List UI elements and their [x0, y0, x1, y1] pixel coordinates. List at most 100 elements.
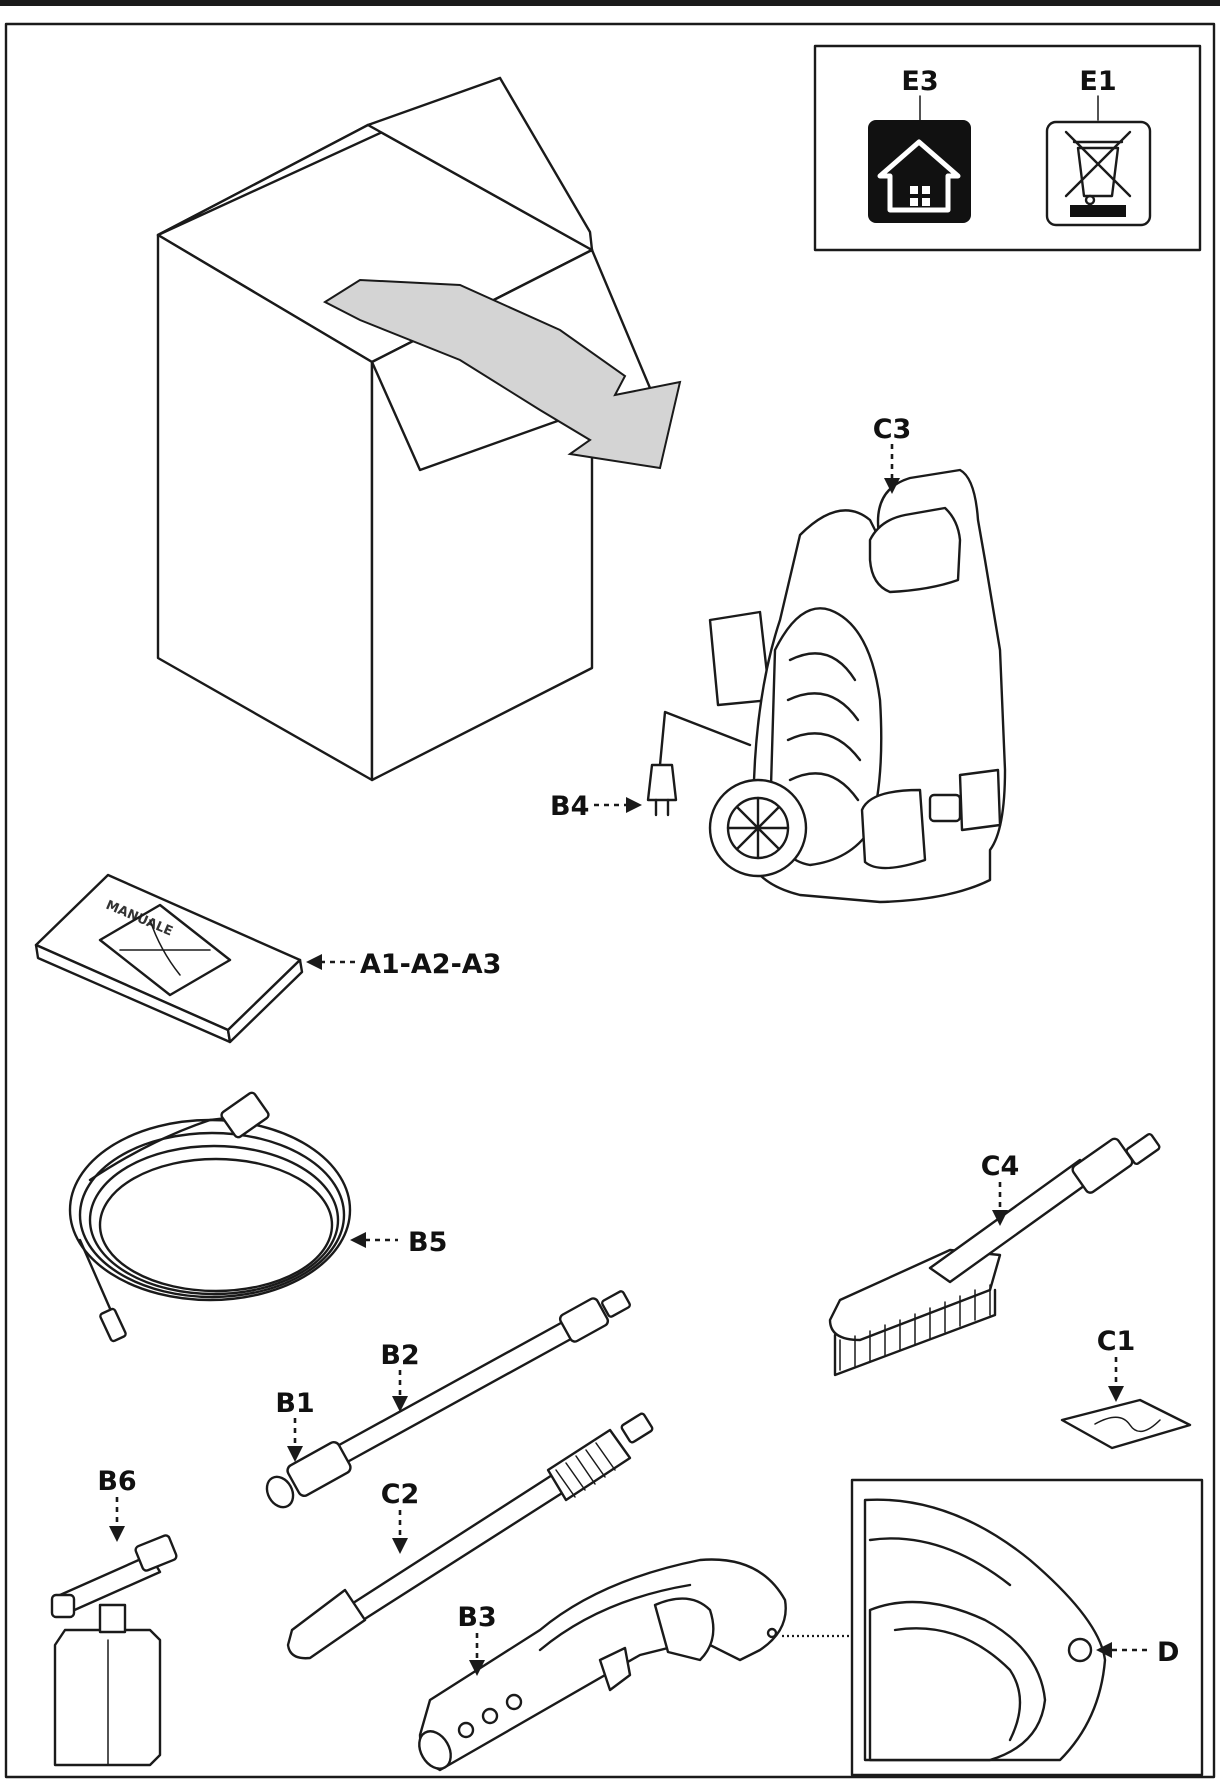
lance-b2-tip: [601, 1290, 631, 1318]
label-e3: E3: [901, 66, 938, 97]
label-d: D: [1157, 1637, 1179, 1668]
top-border: [0, 0, 1220, 6]
label-c2: C2: [381, 1479, 420, 1510]
gun-trigger: [653, 1597, 715, 1662]
detail-trigger-opening: [868, 1600, 1047, 1762]
hose-end-bottom: [78, 1238, 117, 1322]
hose-end-top: [88, 1116, 230, 1182]
packaging-box: [156, 76, 682, 782]
carry-handle-opening: [868, 506, 962, 594]
wash-brush: [828, 1133, 1161, 1377]
hose-coil-2: [78, 1131, 346, 1299]
gun-hole-3: [505, 1693, 523, 1711]
detail-frame: [850, 1478, 1204, 1777]
c3-arrow-head: [884, 478, 900, 494]
brush-tip: [1125, 1133, 1161, 1165]
b6-arrow-head: [109, 1526, 125, 1542]
instruction-manual: MANUALE: [34, 873, 304, 1044]
vent-3: [786, 732, 862, 762]
unpack-arrow-icon: [322, 278, 682, 470]
gun-lock-button: [766, 1627, 778, 1639]
trigger-gun: [418, 1558, 787, 1772]
hose-coupling-top: [220, 1091, 270, 1139]
front-grille: [860, 788, 927, 870]
detail-view: [850, 1478, 1204, 1777]
wheel-spokes: [726, 796, 790, 860]
power-cable: [658, 710, 752, 767]
label-c1: C1: [1097, 1326, 1136, 1357]
hose-coil-4: [98, 1157, 334, 1293]
label-b3: B3: [457, 1602, 496, 1633]
d-arrow-head: [1096, 1642, 1112, 1658]
brush-connector: [1071, 1137, 1134, 1194]
c2-arrow-head: [392, 1538, 408, 1554]
brush-bristles-outline: [833, 1288, 997, 1377]
label-b1: B1: [275, 1388, 314, 1419]
manual-edge: [226, 958, 304, 1044]
crossed-out-wheelie-bin-icon: [1045, 120, 1152, 227]
pressure-washer-unit: [646, 468, 1007, 904]
lance-b1-end: [265, 1475, 295, 1509]
b3-arrow-head: [469, 1660, 485, 1676]
c4-arrow-head: [992, 1210, 1008, 1226]
detergent-bottle: [50, 1534, 178, 1767]
high-pressure-hose: [68, 1091, 352, 1343]
b2-arrow-head: [392, 1396, 408, 1412]
a-arrow-head: [306, 954, 322, 970]
diagram-frame: [4, 22, 1216, 1779]
label-b6: B6: [97, 1466, 136, 1497]
symbols-frame: [813, 44, 1202, 252]
power-plug-icon: [646, 763, 678, 802]
manual-cover-sketch: [119, 919, 211, 976]
lance-b2-connector: [558, 1297, 610, 1343]
gun-safety-clip: [598, 1646, 632, 1692]
sachet-pin: [1094, 1416, 1161, 1433]
hose-coil-3: [88, 1144, 340, 1296]
side-grille: [958, 768, 1002, 832]
lance-c2-nozzle: [286, 1588, 367, 1660]
lance-b2-tube: [328, 1316, 582, 1468]
detail-lock-button: [1067, 1637, 1093, 1663]
lance-c2-grip: [546, 1428, 632, 1502]
hose-holder: [708, 610, 772, 707]
lance-c2-tip: [620, 1412, 654, 1444]
nozzle-cleaning-pin-sachet: [1060, 1398, 1192, 1450]
b4-arrow-head: [626, 797, 642, 813]
bottle-neck: [98, 1603, 127, 1634]
label-b5: B5: [408, 1227, 447, 1258]
c1-arrow-head: [1108, 1386, 1124, 1402]
house-indoor-use-icon: [868, 120, 971, 223]
label-b2: B2: [380, 1340, 419, 1371]
symbols-panel: E3 E1: [813, 44, 1202, 252]
extension-lance: [265, 1290, 631, 1509]
foam-nozzle-connector: [134, 1534, 178, 1572]
gun-grip-line: [538, 1583, 692, 1652]
label-c3: C3: [873, 414, 912, 445]
vent-2: [786, 692, 860, 722]
vent-1: [788, 652, 857, 682]
gun-hole-1: [457, 1721, 475, 1739]
lance-c2-grip-ridges: [555, 1442, 616, 1498]
foam-nozzle-tip: [50, 1593, 76, 1619]
label-b4: B4: [550, 791, 589, 822]
outlet-connector: [928, 793, 962, 823]
hose-coupling-bottom: [99, 1307, 127, 1343]
b5-arrow-head: [350, 1232, 366, 1248]
b1-arrow-head: [287, 1446, 303, 1462]
label-c4: C4: [981, 1151, 1020, 1182]
detail-grip-line: [868, 1537, 1012, 1587]
box-flap-back-right: [366, 76, 594, 252]
vent-4: [788, 772, 860, 802]
adjustable-nozzle-lance: [286, 1412, 654, 1660]
gun-hole-2: [481, 1707, 499, 1725]
detail-trigger-contour: [893, 1627, 1022, 1742]
lance-b1-coupling: [286, 1441, 352, 1497]
label-e1: E1: [1079, 66, 1116, 97]
brush-bristles: [839, 1284, 991, 1371]
sachet: [1060, 1398, 1192, 1450]
manual-cover-picture: [98, 903, 232, 997]
label-a1-a2-a3: A1-A2-A3: [360, 949, 501, 980]
gun-outlet: [418, 1730, 452, 1770]
